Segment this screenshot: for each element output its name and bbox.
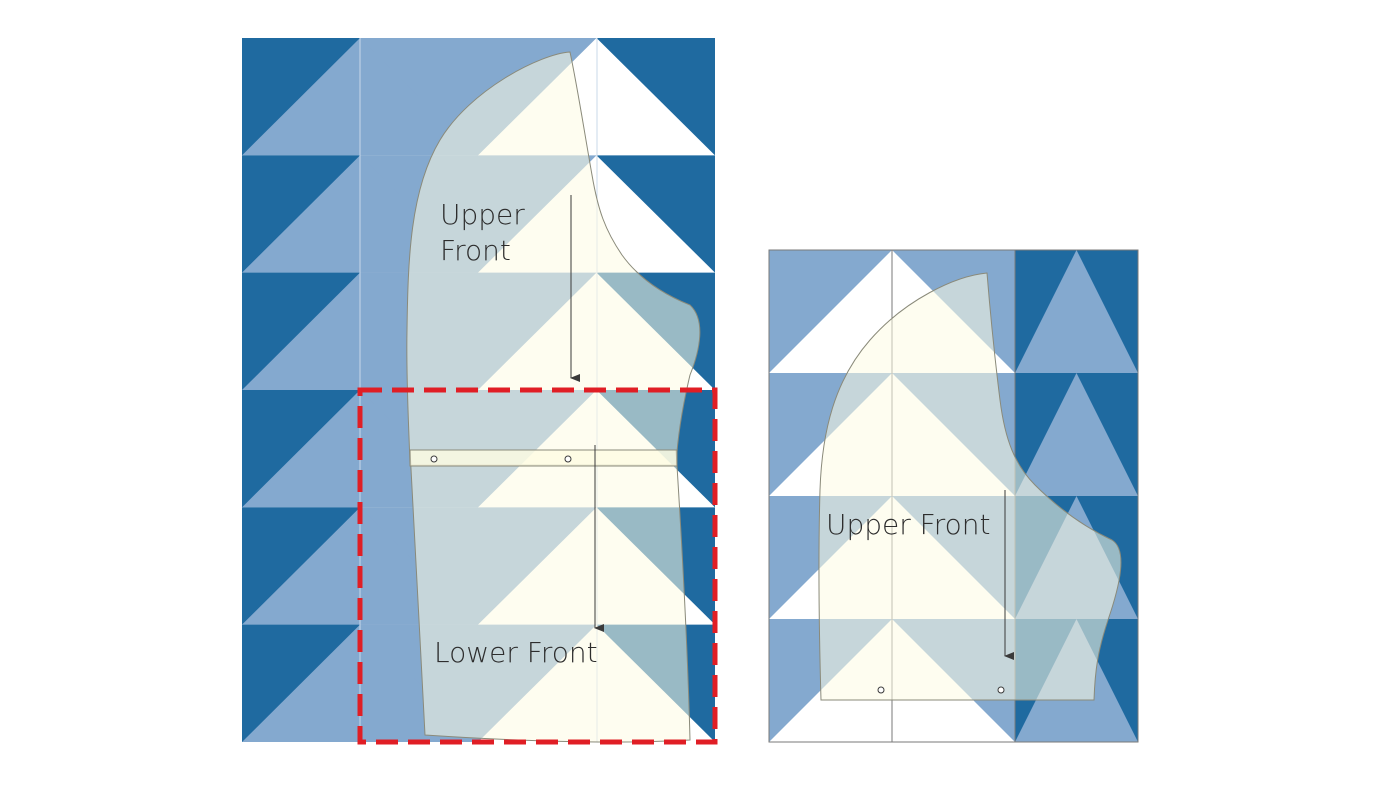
quilt-corner-triangle [1076, 373, 1138, 496]
notch-dot-icon [564, 455, 572, 463]
notch-dot-icon [877, 686, 885, 694]
upper-label-line1: Upper [440, 198, 525, 231]
upper-front-pattern-piece [406, 51, 701, 466]
notch-dot-icon [430, 455, 438, 463]
quilt-corner-triangle [242, 38, 360, 156]
quilt-corner-triangle [242, 272, 360, 390]
upper-front-pattern-piece [818, 272, 1122, 701]
quilt-corner-triangle [1015, 373, 1077, 496]
left-pattern-piece: Upper Front Lower Front [406, 51, 701, 743]
quilt-corner-triangle [242, 155, 360, 273]
quilt-corner-triangle [360, 38, 478, 156]
quilt-corner-triangle [596, 38, 715, 156]
upper-label-line2: Front [440, 234, 511, 267]
overlap-strip [409, 449, 678, 467]
quilt-corner-triangle [242, 624, 360, 742]
quilt-corner-triangle [769, 250, 892, 373]
upper-front-label: Upper Front [826, 508, 991, 541]
quilt-corner-triangle [596, 390, 715, 508]
quilt-corner-triangle [596, 155, 715, 273]
quilt-corner-triangle [1015, 250, 1077, 373]
cut-region-dashed-outline [357, 387, 718, 745]
quilt-block-border [768, 249, 1139, 743]
lower-front-pattern-piece [409, 449, 691, 743]
lower-front-label: Lower Front [434, 636, 598, 669]
quilt-corner-triangle [242, 390, 360, 508]
notch-dot-icon [997, 686, 1005, 694]
right-pattern-piece: Upper Front [818, 272, 1122, 701]
quilt-corner-triangle [1076, 250, 1138, 373]
quilt-corner-triangle [242, 507, 360, 625]
